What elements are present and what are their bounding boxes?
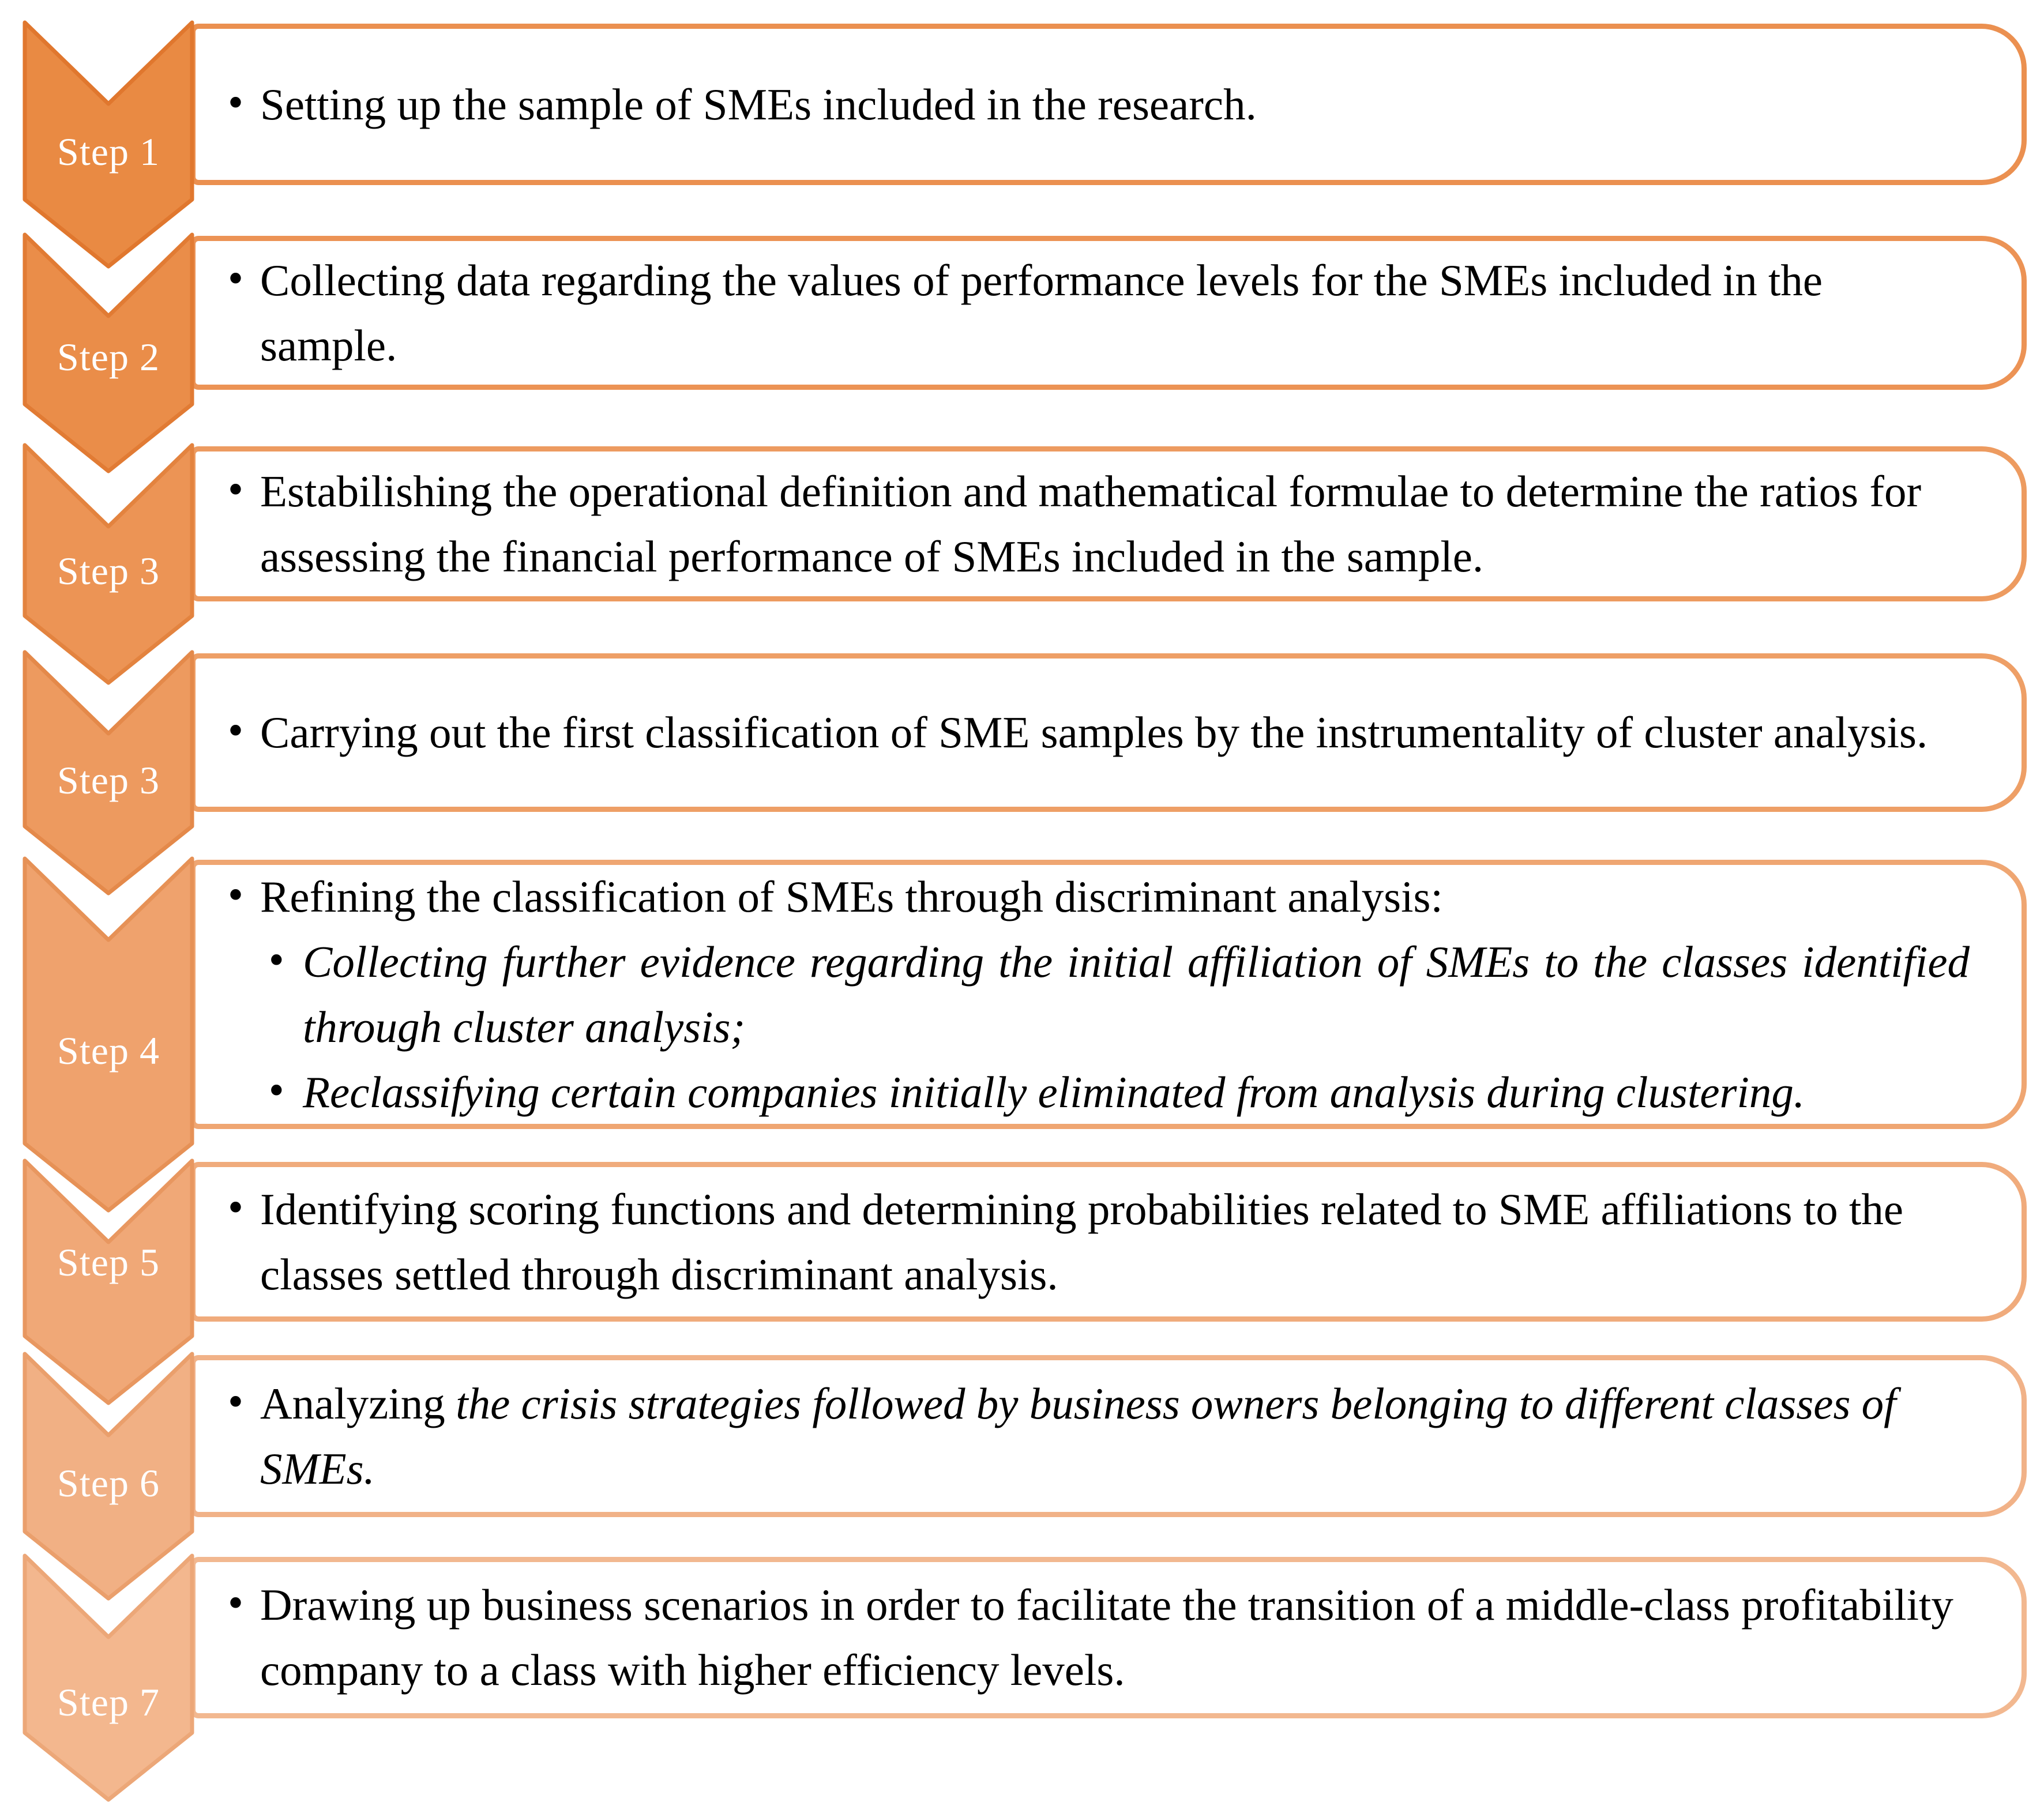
bullet-item: • Identifying scoring functions and dete… (219, 1177, 1970, 1307)
bullet-item: • Carrying out the first classification … (219, 700, 1970, 765)
bullet-item: • Estabilishing the operational definiti… (219, 459, 1970, 589)
process-step-row: • Identifying scoring functions and dete… (0, 1158, 2044, 1405)
step-box: • Refining the classification of SMEs th… (190, 860, 2027, 1129)
process-step-row: • Refining the classification of SMEs th… (0, 856, 2044, 1213)
step-label: Step 6 (57, 1461, 160, 1505)
step-label: Step 4 (57, 1029, 160, 1073)
bullet-text: Reclassifying certain companies initiall… (303, 1067, 1805, 1117)
step-chevron (22, 1158, 194, 1405)
process-step-row: • Setting up the sample of SMEs included… (0, 20, 2044, 269)
bullet-item: • Reclassifying certain companies initia… (219, 1060, 1970, 1125)
step-chevron (22, 1352, 194, 1601)
bullet-text: the crisis strategies followed by busine… (260, 1378, 1896, 1493)
bullet-text: Drawing up business scenarios in order t… (260, 1580, 1953, 1695)
bullet-text: Carrying out the first classification of… (260, 708, 1928, 757)
step-label: Step 5 (57, 1240, 160, 1284)
step-label: Step 7 (57, 1680, 160, 1724)
step-label: Step 2 (57, 335, 160, 379)
bullet-item: • Collecting data regarding the values o… (219, 248, 1970, 378)
bullet-icon: • (228, 1578, 243, 1627)
step-box: • Drawing up business scenarios in order… (190, 1557, 2027, 1718)
step-box: • Estabilishing the operational definiti… (190, 446, 2027, 601)
process-step-row: • Collecting data regarding the values o… (0, 232, 2044, 473)
step-chevron (22, 650, 194, 896)
bullet-item: • Refining the classification of SMEs th… (219, 864, 1970, 930)
step-chevron (22, 232, 194, 473)
step-label: Step 3 (57, 549, 160, 593)
process-step-row: • Drawing up business scenarios in order… (0, 1553, 2044, 1802)
bullet-item: • Drawing up business scenarios in order… (219, 1572, 1970, 1703)
step-chevron (22, 20, 194, 269)
bullet-icon: • (228, 869, 243, 919)
bullet-text-lead: Analyzing (260, 1378, 445, 1428)
step-chevron (22, 1553, 194, 1802)
step-box: • Identifying scoring functions and dete… (190, 1162, 2027, 1322)
step-chevron (22, 443, 194, 685)
bullet-icon: • (268, 934, 284, 984)
step-box: • Collecting data regarding the values o… (190, 236, 2027, 390)
bullet-icon: • (228, 77, 243, 127)
step-box: • Carrying out the first classification … (190, 653, 2027, 812)
bullet-text: Collecting further evidence regarding th… (303, 936, 1970, 1052)
bullet-item: • Setting up the sample of SMEs included… (219, 72, 1970, 137)
step-label: Step 3 (57, 758, 160, 802)
step-label: Step 1 (57, 130, 160, 174)
bullet-text: Collecting data regarding the values of … (260, 255, 1823, 370)
step-chevron (22, 856, 194, 1213)
bullet-item: • Collecting further evidence regarding … (219, 930, 1970, 1060)
bullet-icon: • (268, 1064, 284, 1115)
bullet-text: Identifying scoring functions and determ… (260, 1184, 1904, 1299)
bullet-icon: • (228, 464, 243, 514)
bullet-icon: • (228, 705, 243, 755)
process-step-row: • Carrying out the first classification … (0, 650, 2044, 896)
bullet-icon: • (228, 1182, 243, 1232)
bullet-text: Estabilishing the operational definition… (260, 466, 1922, 581)
bullet-text: Setting up the sample of SMEs included i… (260, 79, 1257, 129)
bullet-icon: • (228, 253, 243, 303)
bullet-icon: • (228, 1376, 243, 1426)
process-step-row: • Estabilishing the operational definiti… (0, 443, 2044, 685)
step-box: • Setting up the sample of SMEs included… (190, 24, 2027, 185)
bullet-text: Refining the classification of SMEs thro… (260, 871, 1443, 921)
